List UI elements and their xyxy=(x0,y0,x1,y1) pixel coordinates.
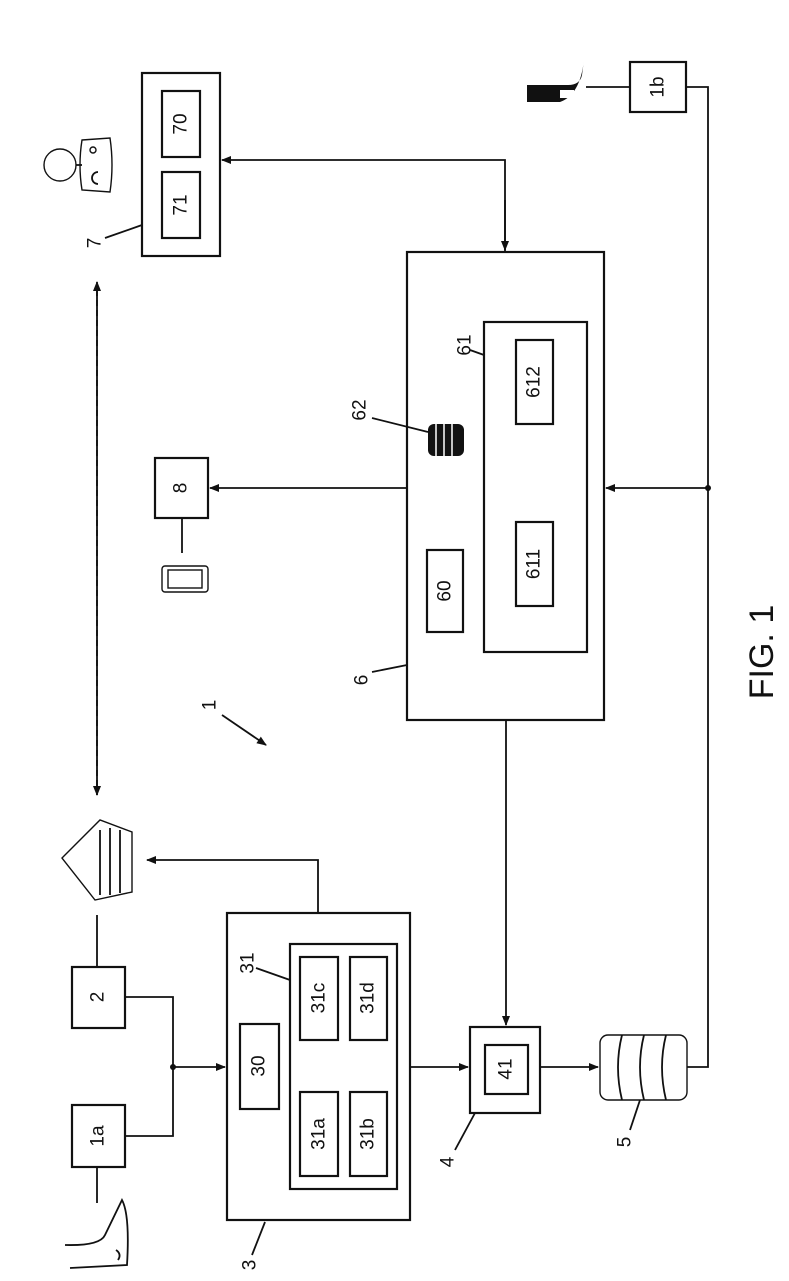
boot-icon xyxy=(527,60,584,102)
label-5: 5 xyxy=(615,1137,636,1148)
label-1b: 1b xyxy=(648,76,669,97)
label-31: 31 xyxy=(238,952,259,973)
label-62: 62 xyxy=(350,399,371,420)
label-1: 1 xyxy=(200,700,221,711)
figure-title: FIG. 1 xyxy=(743,605,781,699)
label-61: 61 xyxy=(455,334,476,355)
label-1a: 1a xyxy=(88,1125,109,1147)
phone-icon xyxy=(162,566,208,592)
label-31d: 31d xyxy=(358,982,379,1014)
database-icon xyxy=(428,424,464,456)
foot-icon xyxy=(65,1200,128,1268)
label-31c: 31c xyxy=(309,983,330,1014)
label-611: 611 xyxy=(524,549,545,579)
database-5-icon xyxy=(600,1035,687,1100)
label-31a: 31a xyxy=(309,1118,330,1150)
label-70: 70 xyxy=(171,113,192,134)
label-3: 3 xyxy=(240,1260,261,1271)
label-4: 4 xyxy=(438,1156,459,1167)
label-612: 612 xyxy=(524,366,545,398)
label-71: 71 xyxy=(171,194,192,215)
label-41: 41 xyxy=(496,1058,517,1079)
label-6: 6 xyxy=(352,675,373,686)
doctor-icon xyxy=(44,138,112,192)
label-2: 2 xyxy=(88,992,109,1003)
label-30: 30 xyxy=(249,1055,270,1076)
box-6: 60 611 612 xyxy=(407,252,604,720)
label-31b: 31b xyxy=(358,1118,379,1150)
label-7: 7 xyxy=(85,238,106,249)
label-60: 60 xyxy=(435,580,456,601)
books-icon xyxy=(62,820,132,900)
box-7: 70 71 xyxy=(142,73,220,256)
label-8: 8 xyxy=(171,483,192,494)
